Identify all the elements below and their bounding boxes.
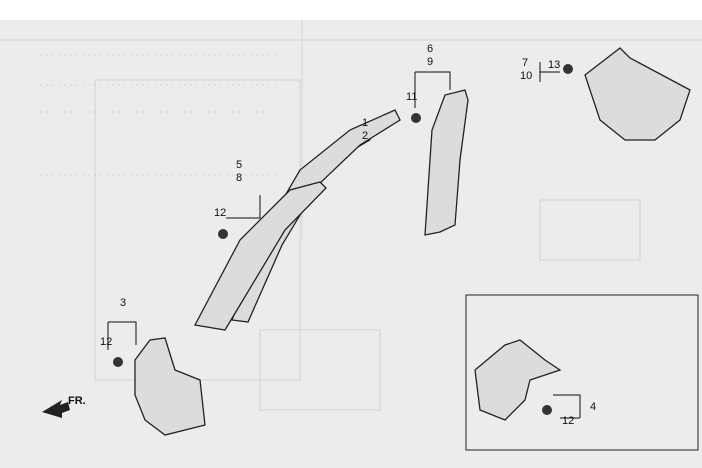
kick-panel-3[interactable] xyxy=(134,337,206,436)
callout-1: 1 xyxy=(362,117,368,129)
callout-4: 4 xyxy=(590,401,596,413)
callout-9: 9 xyxy=(427,56,433,68)
callout-13: 13 xyxy=(548,59,560,71)
callout-6: 6 xyxy=(427,43,433,55)
callout-2: 2 xyxy=(362,130,368,142)
pillar-garnish-5-8[interactable] xyxy=(194,181,327,331)
center-pillar-trim-6-9[interactable] xyxy=(424,89,469,236)
callout-5: 5 xyxy=(236,159,242,171)
callout-8: 8 xyxy=(236,172,242,184)
callout-10: 10 xyxy=(520,70,532,82)
clip-icon xyxy=(113,64,573,415)
detail-inset-box xyxy=(465,294,699,451)
parts-diagram-sheet xyxy=(0,20,702,468)
callout-12: 12 xyxy=(214,207,226,219)
callout-12: 12 xyxy=(562,415,574,427)
side-sill-trim-4[interactable] xyxy=(474,339,562,421)
rear-pillar-trim-7-10[interactable] xyxy=(584,47,691,141)
callout-7: 7 xyxy=(522,57,528,69)
front-label: FR. xyxy=(68,395,86,407)
front-direction-arrow-icon xyxy=(42,400,70,418)
callout-11: 11 xyxy=(406,91,417,103)
callout-3: 3 xyxy=(120,297,126,309)
callout-12: 12 xyxy=(100,336,112,348)
pillar-trim-1-2[interactable] xyxy=(231,109,401,323)
